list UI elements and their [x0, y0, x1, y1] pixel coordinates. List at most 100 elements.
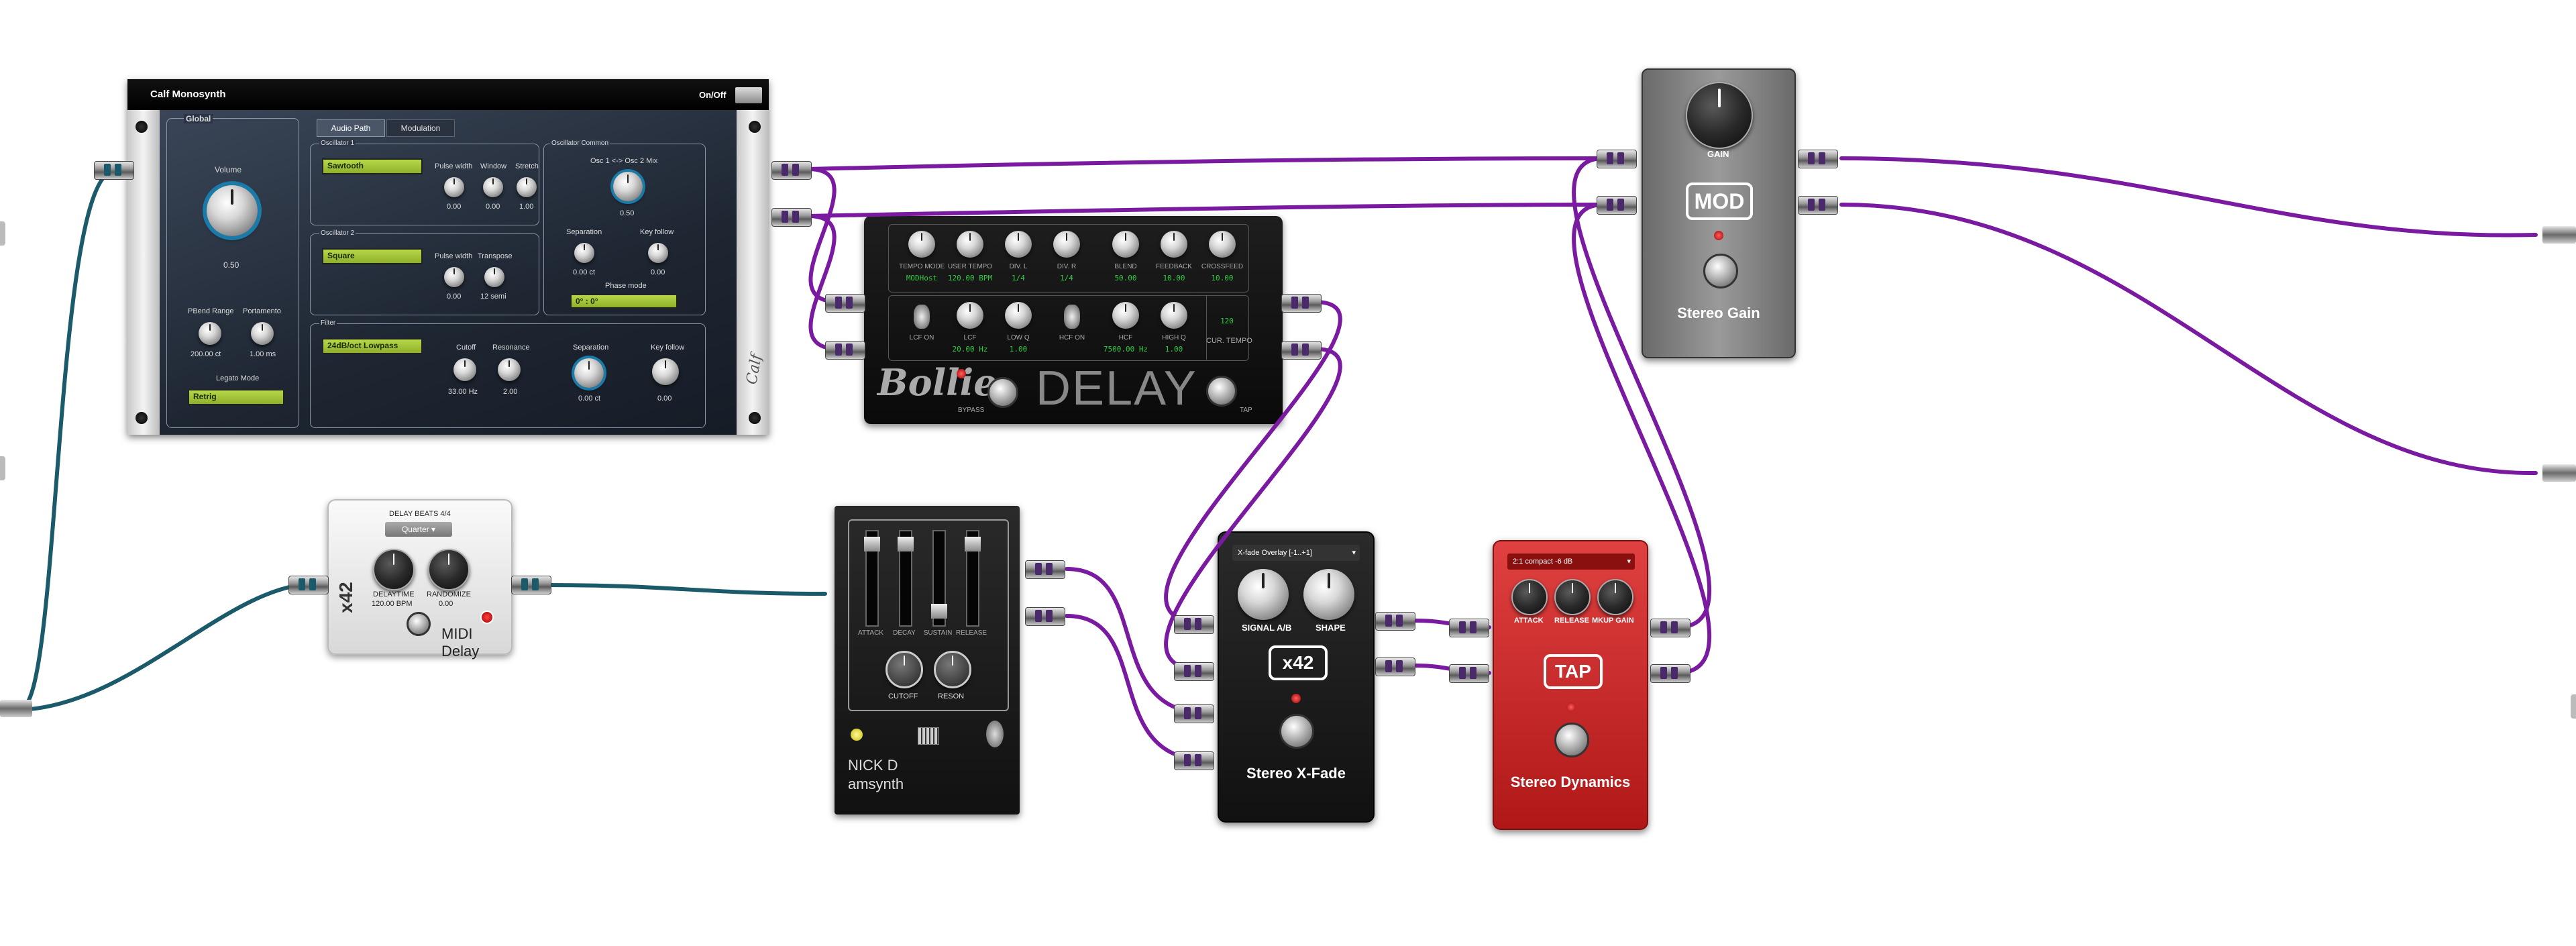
system-midi-out-jack[interactable]	[0, 700, 32, 717]
delay-audio-in-jack[interactable]	[825, 294, 865, 313]
xfade-audio-in-jack[interactable]	[1174, 662, 1214, 681]
xfade-audio-out-jack[interactable]	[1375, 658, 1415, 676]
volume-knob[interactable]	[207, 185, 258, 236]
fkey-knob[interactable]	[652, 358, 679, 385]
amsynth-name: amsynth	[848, 776, 904, 792]
stereo-gain-pedal[interactable]: GAIN MOD Stereo Gain	[1642, 68, 1796, 358]
osc2-transpose-knob[interactable]	[484, 267, 504, 287]
osc1-pw-knob[interactable]	[444, 177, 464, 197]
amsynth-slider-handle[interactable]	[931, 604, 947, 619]
pbend-knob[interactable]	[199, 322, 221, 345]
osc2-wave-select[interactable]: Square	[322, 248, 423, 264]
delay-knob[interactable]	[1053, 231, 1080, 258]
delay-toggle-switch[interactable]	[914, 305, 930, 329]
portamento-knob[interactable]	[251, 322, 274, 345]
keyfollow-knob[interactable]	[648, 243, 668, 263]
amsynth-slider-track[interactable]	[966, 530, 979, 627]
dynamics-mode-select[interactable]: 2:1 compact -6 dB▾	[1507, 554, 1635, 570]
shape-knob[interactable]	[1303, 569, 1354, 620]
calf-monosynth-plugin[interactable]: Calf Monosynth On/Off Calf Audio Path Mo…	[127, 79, 769, 435]
amsynth-slider-track[interactable]	[899, 530, 912, 627]
dynamics-audio-in-jack[interactable]	[1449, 619, 1489, 637]
mididelay-midi-out-jack[interactable]	[511, 576, 551, 594]
delay-knob[interactable]	[908, 231, 935, 258]
monosynth-audio-out-jack[interactable]	[771, 208, 812, 227]
system-audio-in-jack[interactable]	[2542, 226, 2576, 244]
monosynth-audio-out-jack[interactable]	[771, 161, 812, 180]
delay-bypass-footswitch[interactable]	[987, 377, 1018, 408]
amsynth-audio-out-jack[interactable]	[1025, 560, 1065, 579]
midi-delay-footswitch[interactable]	[407, 612, 431, 636]
amsynth-cutoff-knob[interactable]	[885, 651, 923, 688]
dyn-release-knob[interactable]	[1554, 579, 1591, 615]
amsynth-audio-out-jack[interactable]	[1025, 607, 1065, 626]
gain-footswitch[interactable]	[1703, 254, 1738, 288]
gain-audio-out-jack[interactable]	[1798, 150, 1838, 168]
amsynth-reson-knob[interactable]	[934, 651, 971, 688]
dynamics-audio-out-jack[interactable]	[1650, 619, 1690, 637]
delay-knob[interactable]	[1112, 231, 1139, 258]
delaytime-knob[interactable]	[373, 549, 415, 590]
resonance-knob[interactable]	[498, 358, 521, 381]
delay-audio-out-jack[interactable]	[1281, 341, 1322, 360]
dynamics-audio-in-jack[interactable]	[1449, 664, 1489, 683]
dynamics-audio-out-jack[interactable]	[1650, 664, 1690, 683]
cutoff-knob[interactable]	[453, 358, 476, 381]
delay-knob[interactable]	[1005, 302, 1032, 329]
signal-knob[interactable]	[1238, 569, 1289, 620]
delay-beats-select[interactable]: Quarter ▾	[385, 522, 452, 537]
legato-select[interactable]: Retrig	[188, 389, 284, 405]
delay-knob[interactable]	[1161, 231, 1187, 258]
stereo-dynamics-pedal[interactable]: 2:1 compact -6 dB▾ ATTACK RELEASE MKUP G…	[1493, 540, 1648, 830]
midi-delay-pedal[interactable]: DELAY BEATS 4/4 Quarter ▾ DELAYTIME 120.…	[327, 499, 513, 660]
tab-modulation[interactable]: Modulation	[386, 119, 455, 137]
mix-knob[interactable]	[613, 172, 643, 201]
fsep-knob[interactable]	[574, 358, 604, 388]
delay-audio-out-jack[interactable]	[1281, 294, 1322, 313]
dyn-attack-knob[interactable]	[1511, 579, 1548, 615]
delay-knob[interactable]	[1005, 231, 1032, 258]
system-audio-in-jack[interactable]	[2542, 464, 2576, 482]
xfade-audio-in-jack[interactable]	[1174, 704, 1214, 723]
delay-toggle-switch[interactable]	[1064, 305, 1080, 329]
dyn-makeup-knob[interactable]	[1597, 579, 1633, 615]
xfade-footswitch[interactable]	[1279, 714, 1314, 749]
osc2-pw-knob[interactable]	[444, 267, 464, 287]
gain-audio-in-jack[interactable]	[1597, 196, 1637, 215]
amsynth-toggle-switch[interactable]	[986, 721, 1004, 747]
delay-knob[interactable]	[1112, 302, 1139, 329]
sep-knob[interactable]	[574, 243, 594, 263]
delay-knob[interactable]	[957, 302, 983, 329]
gain-audio-out-jack[interactable]	[1798, 196, 1838, 215]
delay-knob[interactable]	[957, 231, 983, 258]
amsynth-slider-track[interactable]	[932, 530, 946, 627]
xfade-mode-select[interactable]: X-fade Overlay [-1..+1]▾	[1232, 545, 1360, 561]
gain-audio-in-jack[interactable]	[1597, 150, 1637, 168]
osc1-wave-select[interactable]: Sawtooth	[322, 158, 423, 174]
delay-knob[interactable]	[1161, 302, 1187, 329]
xfade-audio-in-jack[interactable]	[1174, 615, 1214, 634]
amsynth-slider-handle[interactable]	[965, 537, 981, 551]
mididelay-midi-in-jack[interactable]	[288, 576, 329, 594]
amsynth-slider-handle[interactable]	[898, 537, 914, 551]
delay-knob[interactable]	[1209, 231, 1236, 258]
stereo-xfade-pedal[interactable]: X-fade Overlay [-1..+1]▾ SIGNAL A/B SHAP…	[1218, 531, 1375, 823]
delay-tap-footswitch[interactable]	[1206, 376, 1237, 407]
filter-type-select[interactable]: 24dB/oct Lowpass	[322, 338, 423, 354]
amsynth-slider-track[interactable]	[865, 530, 879, 627]
xfade-audio-in-jack[interactable]	[1174, 751, 1214, 770]
monosynth-midi-in-jack[interactable]	[94, 161, 134, 180]
phase-select[interactable]: 0° : 0°	[570, 294, 678, 309]
onoff-toggle[interactable]	[735, 87, 762, 103]
gain-knob[interactable]	[1686, 82, 1753, 149]
dynamics-footswitch[interactable]	[1554, 723, 1589, 757]
amsynth-slider-handle[interactable]	[864, 537, 880, 551]
osc1-stretch-knob[interactable]	[517, 177, 537, 197]
delay-audio-in-jack[interactable]	[825, 341, 865, 360]
xfade-audio-out-jack[interactable]	[1375, 612, 1415, 631]
osc1-window-knob[interactable]	[483, 177, 503, 197]
tab-audio-path[interactable]: Audio Path	[317, 119, 385, 137]
randomize-knob[interactable]	[428, 549, 470, 590]
